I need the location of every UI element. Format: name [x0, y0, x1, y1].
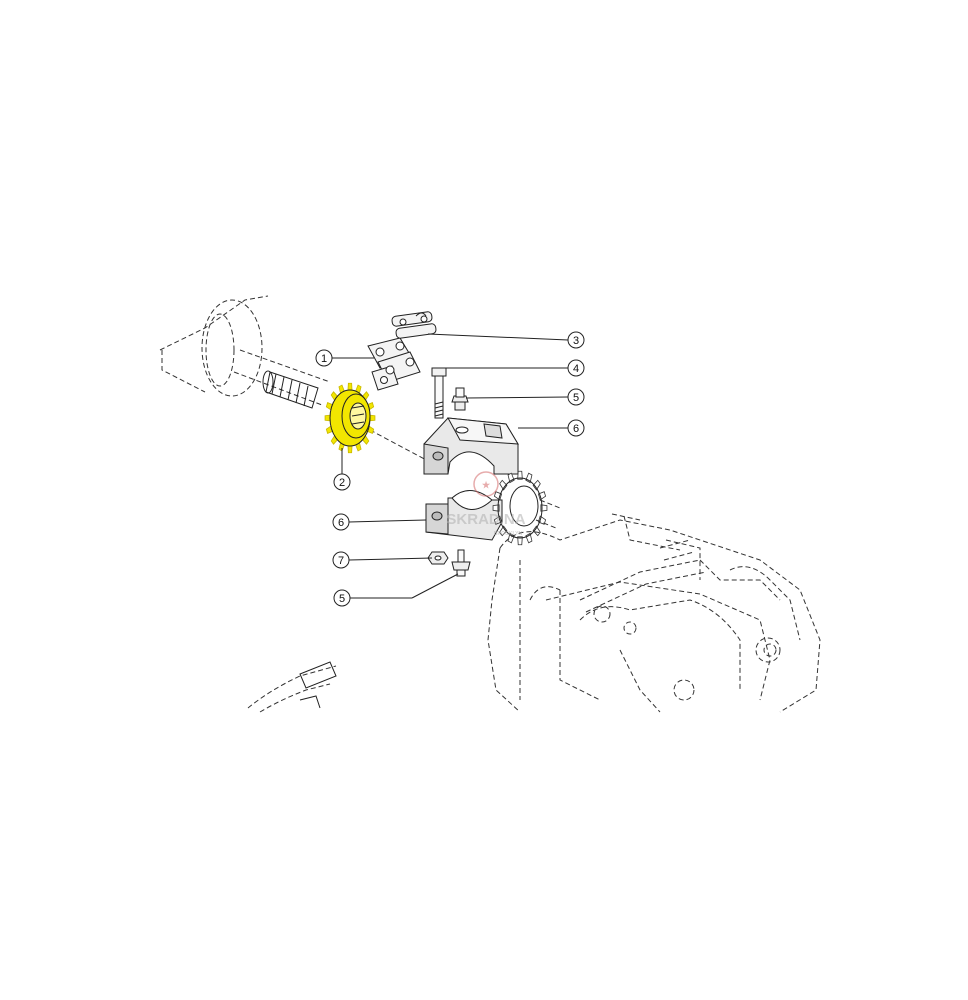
watermark: ★ SKRAD.NA BROOKLYN [446, 471, 526, 537]
watermark-subtext: BROOKLYN [494, 531, 523, 537]
gear-tooth [525, 472, 533, 484]
svg-text:3: 3 [573, 335, 579, 347]
stud-screw-bottom [451, 549, 471, 577]
callout-6-bottom: 6 [332, 513, 350, 531]
hex-nut [427, 551, 449, 565]
callout-1: 1 [315, 349, 333, 367]
gear-tooth [517, 536, 523, 546]
gear-tooth [525, 532, 533, 544]
axis-centerline [369, 429, 431, 463]
svg-text:6: 6 [338, 517, 344, 529]
output-gear [492, 470, 561, 546]
callout-7: 7 [332, 551, 350, 569]
highlighted-sprocket [324, 382, 376, 454]
svg-text:4: 4 [573, 363, 579, 375]
callout-6-top: 6 [567, 419, 585, 437]
shaft-housing-outline [159, 295, 331, 409]
svg-text:5: 5 [573, 392, 579, 404]
gear-tooth [517, 470, 523, 480]
roller-chain-link [367, 337, 421, 391]
chain-guide-outline [247, 661, 337, 713]
callout-3: 3 [567, 331, 585, 349]
callout-5-top: 5 [567, 388, 585, 406]
callout-2: 2 [333, 473, 351, 491]
gear-tooth [493, 515, 503, 525]
watermark-text: SKRAD.NA [446, 511, 525, 528]
callout-5-bottom: 5 [333, 589, 351, 607]
gear-tooth [499, 525, 508, 537]
gear-tooth [499, 479, 508, 491]
gear-tooth [532, 479, 541, 491]
callout-4: 4 [567, 359, 585, 377]
bearing-clamp-lower [425, 490, 503, 541]
gearbox-housing-outline [487, 513, 821, 713]
svg-text:5: 5 [339, 593, 345, 605]
chain-connecting-link [391, 311, 437, 339]
gear-tooth [507, 472, 515, 484]
svg-text:7: 7 [338, 555, 344, 567]
bearing-clamp-upper [423, 417, 519, 475]
svg-text:6: 6 [573, 423, 579, 435]
stud-screw-top [451, 387, 469, 411]
callout-leaders [332, 333, 569, 599]
gear-tooth [537, 491, 547, 501]
svg-text:★: ★ [482, 480, 491, 490]
gear-tooth [532, 525, 541, 537]
gear-tooth [537, 515, 547, 525]
long-bolt [431, 367, 447, 419]
svg-text:1: 1 [321, 353, 327, 365]
svg-text:2: 2 [339, 477, 345, 489]
